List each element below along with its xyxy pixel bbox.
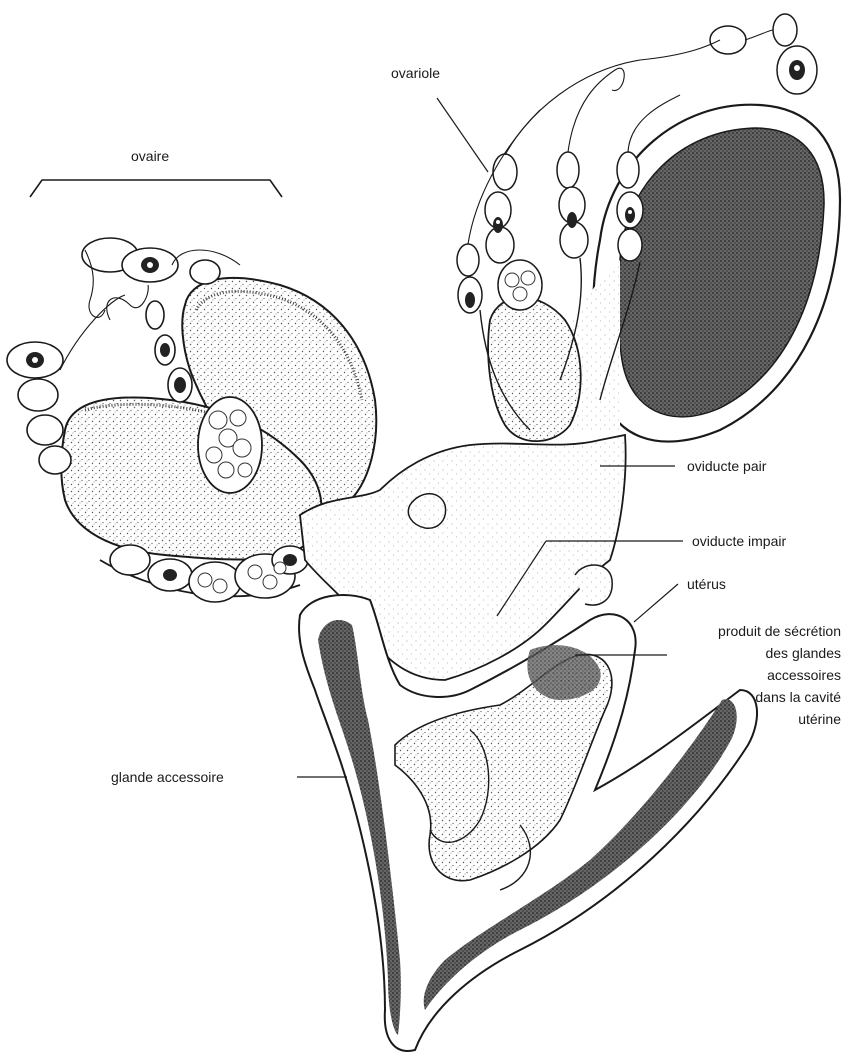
uterus-leader	[634, 584, 678, 622]
ovaire-label: ovaire	[131, 149, 169, 163]
uterus-label: utérus	[687, 577, 726, 591]
right-ovary	[457, 14, 840, 442]
uterus-group	[299, 595, 757, 1051]
produit-line-2: des glandes	[718, 642, 841, 664]
glande-accessoire-label: glande accessoire	[111, 770, 224, 784]
produit-line-5: utérine	[718, 708, 841, 730]
produit-line-3: accessoires	[718, 664, 841, 686]
ovariole-leader	[437, 98, 488, 172]
produit-line-4: dans la cavité	[718, 686, 841, 708]
ovaire-bracket	[30, 180, 282, 197]
oviducte-impair-label: oviducte impair	[692, 534, 786, 548]
produit-secretion-label: produit de sécrétion des glandes accesso…	[718, 620, 841, 730]
right-second-egg	[488, 298, 581, 442]
oviducte-pair-label: oviducte pair	[687, 459, 766, 473]
ovariole-label: ovariole	[391, 66, 440, 80]
produit-line-1: produit de sécrétion	[718, 620, 841, 642]
